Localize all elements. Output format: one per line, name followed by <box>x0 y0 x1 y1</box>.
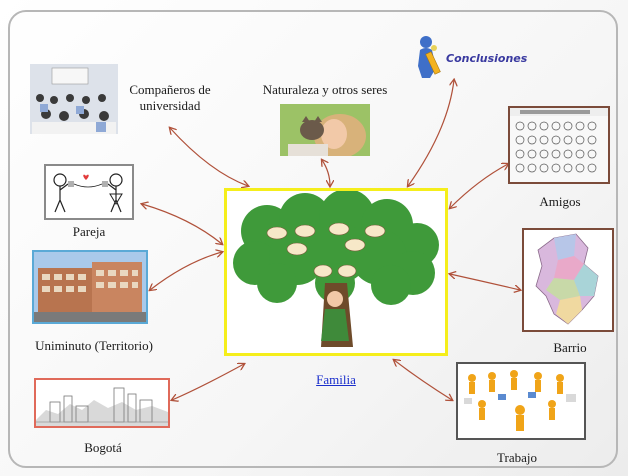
label-naturaleza: Naturaleza y otros seres <box>262 82 388 97</box>
faces-grid-drawing <box>510 108 608 173</box>
diagram-frame <box>8 10 618 468</box>
tree-drawing <box>233 191 439 347</box>
couple-drawing <box>53 173 123 213</box>
label-companeros: Compañeros de universidad <box>120 82 220 114</box>
woman-cat-drawing <box>280 104 370 156</box>
label-uniminuto: Uniminuto (Territorio) <box>35 338 153 353</box>
label-trabajo: Trabajo <box>497 450 537 465</box>
label-amigos: Amigos <box>539 194 581 209</box>
woman-with-cat-photo <box>280 104 370 156</box>
label-companeros-line1: Compañeros de <box>129 82 211 97</box>
label-conclusiones[interactable]: Conclusiones <box>446 52 528 65</box>
classroom-drawing <box>30 64 118 134</box>
city-skyline-sketch <box>34 378 170 428</box>
arrow-amigos <box>450 164 508 208</box>
arrow-companeros <box>170 128 248 186</box>
label-bogota: Bogotá <box>84 440 122 455</box>
pencil-person-drawing <box>418 36 441 78</box>
arrow-trabajo <box>394 360 452 400</box>
district-map-image <box>522 228 614 332</box>
couple-with-cans-drawing <box>44 164 134 220</box>
person-with-pencil-icon[interactable] <box>414 34 444 80</box>
arrow-bogota <box>172 364 244 400</box>
label-familia[interactable]: Familia <box>296 372 376 388</box>
label-companeros-line2: universidad <box>139 98 201 113</box>
teamwork-figures-image <box>456 362 586 440</box>
arrow-conclusiones <box>408 80 454 186</box>
classroom-photo <box>30 64 118 134</box>
teamwork-drawing <box>464 370 576 431</box>
arrow-pareja <box>142 204 222 244</box>
map-drawing <box>535 233 599 325</box>
faces-grid-image <box>508 106 610 184</box>
family-tree-drawing <box>224 188 448 356</box>
building-drawing <box>34 252 146 322</box>
arrow-naturaleza <box>322 160 330 186</box>
arrow-uniminuto <box>150 252 222 290</box>
label-pareja: Pareja <box>72 224 106 239</box>
label-barrio: Barrio <box>553 340 587 355</box>
arrow-barrio <box>450 274 520 290</box>
university-building-photo <box>32 250 148 324</box>
skyline-drawing <box>36 387 168 426</box>
familia-link[interactable]: Familia <box>316 372 356 387</box>
